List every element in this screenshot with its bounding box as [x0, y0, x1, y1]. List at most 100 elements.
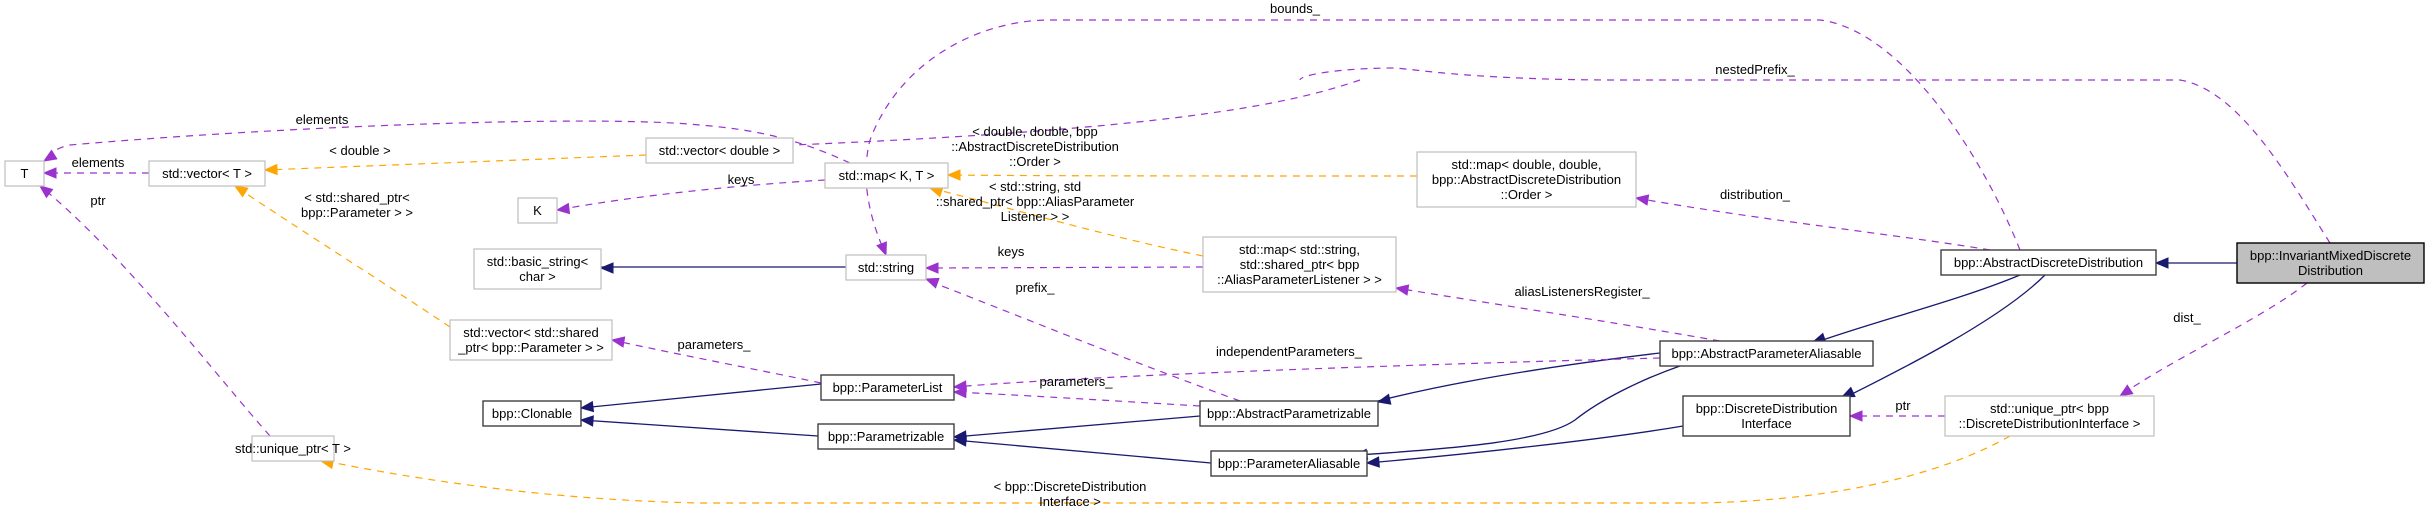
edge-label-line: dist_: [2173, 310, 2201, 325]
usage-edge: [39, 185, 271, 437]
node-box[interactable]: [1202, 236, 1397, 293]
node-label: T: [21, 166, 29, 181]
edge-label-line: elements: [72, 155, 125, 170]
node-label-line: Interface: [1741, 416, 1792, 431]
template-edge: [929, 187, 1204, 257]
edge-label-parameters-list: parameters_: [1040, 374, 1114, 389]
node-label: K: [533, 203, 542, 218]
usage-edge: [1635, 197, 1991, 251]
node-box[interactable]: [473, 248, 602, 290]
arrowhead-icon: [579, 415, 594, 427]
arrowhead-icon: [599, 262, 614, 274]
edge-label-line: elements: [296, 112, 349, 127]
node-label-line: std::vector< double >: [659, 143, 780, 158]
edge-label-line: < std::shared_ptr<: [304, 190, 410, 205]
node-parametrizable[interactable]: bpp::Parametrizable: [817, 423, 955, 450]
usage-edge: [953, 391, 1201, 407]
node-vector-T[interactable]: std::vector< T >: [148, 160, 266, 187]
edge-label-bounds: bounds_: [1270, 1, 1321, 16]
node-label-line: std::map< std::string,: [1239, 242, 1360, 257]
node-box[interactable]: [449, 319, 613, 361]
node-string[interactable]: std::string: [845, 254, 927, 281]
node-abstract-parameter-aliasable[interactable]: bpp::AbstractParameterAliasable: [1659, 340, 1874, 367]
usage-edge: [925, 266, 1204, 269]
node-label-line: ::DiscreteDistributionInterface >: [1959, 416, 2141, 431]
node-box[interactable]: [251, 435, 335, 462]
node-parameter-aliasable[interactable]: bpp::ParameterAliasable: [1210, 450, 1368, 477]
node-box[interactable]: [820, 374, 955, 401]
arrowhead-icon: [42, 149, 58, 162]
edge-label-line: nestedPrefix_: [1715, 62, 1795, 77]
node-box[interactable]: [1682, 395, 1851, 437]
node-box[interactable]: [1199, 400, 1379, 427]
node-label-line: T: [21, 166, 29, 181]
edge-label-parameters-vec: parameters_: [678, 337, 752, 352]
node-basic-string[interactable]: std::basic_string<char >: [473, 248, 602, 290]
node-label-line: bpp::AbstractParametrizable: [1207, 406, 1371, 421]
inheritance-edge: [953, 415, 1201, 438]
node-label-line: bpp::Parametrizable: [828, 429, 944, 444]
edge-label-line: Listener > >: [1001, 209, 1070, 224]
node-clonable[interactable]: bpp::Clonable: [482, 400, 582, 427]
node-abstract-parametrizable[interactable]: bpp::AbstractParametrizable: [1199, 400, 1379, 427]
node-label: bpp::Parametrizable: [828, 429, 944, 444]
node-map-double-order[interactable]: std::map< double, double,bpp::AbstractDi…: [1416, 151, 1637, 208]
arrowhead-icon: [876, 241, 887, 257]
arrowhead-icon: [946, 169, 961, 181]
node-box[interactable]: [517, 197, 558, 224]
node-box[interactable]: [824, 162, 949, 189]
node-box[interactable]: [148, 160, 266, 187]
edges: [38, 19, 2331, 504]
node-label-line: std::map< double, double,: [1452, 157, 1602, 172]
edge-label-line: prefix_: [1015, 280, 1055, 295]
node-label: std::string: [858, 260, 914, 275]
node-box[interactable]: [2236, 242, 2425, 284]
node-box[interactable]: [4, 160, 45, 187]
node-label-line: std::vector< std::shared: [463, 325, 598, 340]
edge-label-line: parameters_: [678, 337, 752, 352]
usage-edge: [556, 179, 826, 211]
node-box[interactable]: [1944, 395, 2155, 437]
node-box[interactable]: [1210, 450, 1368, 477]
edge-label-line: ptr: [1895, 398, 1911, 413]
node-parameter-list[interactable]: bpp::ParameterList: [820, 374, 955, 401]
inheritance-edge: [1366, 425, 1684, 464]
arrowhead-icon: [952, 435, 967, 447]
edge-label-ptr-ddi: ptr: [1895, 398, 1911, 413]
node-box[interactable]: [482, 400, 582, 427]
template-edge: [234, 185, 451, 328]
node-label-line: std::shared_ptr< bpp: [1240, 257, 1360, 272]
node-box[interactable]: [1940, 249, 2157, 276]
node-map-string-listener[interactable]: std::map< std::string,std::shared_ptr< b…: [1202, 236, 1397, 293]
edge-label-line: aliasListenersRegister_: [1514, 284, 1650, 299]
node-label-line: std::string: [858, 260, 914, 275]
edge-label-listener-tmpl: < std::string, std::shared_ptr< bpp::Ali…: [936, 179, 1135, 224]
edge-label-keys-K: keys: [728, 172, 755, 187]
edge-label-distribution: distribution_: [1720, 187, 1791, 202]
edge-label-line: bounds_: [1270, 1, 1321, 16]
node-box[interactable]: [1416, 151, 1637, 208]
node-unique-ptr-T[interactable]: std::unique_ptr< T >: [235, 435, 351, 462]
node-K[interactable]: K: [517, 197, 558, 224]
node-label-line: _ptr< bpp::Parameter > >: [457, 340, 604, 355]
edge-label-dist: dist_: [2173, 310, 2201, 325]
arrowhead-icon: [1634, 194, 1650, 206]
node-map-KT[interactable]: std::map< K, T >: [824, 162, 949, 189]
node-vector-shared-param[interactable]: std::vector< std::shared_ptr< bpp::Param…: [449, 319, 613, 361]
node-box[interactable]: [845, 254, 927, 281]
node-label-line: std::map< K, T >: [839, 168, 935, 183]
node-box[interactable]: [817, 423, 955, 450]
node-box[interactable]: [1659, 340, 1874, 367]
edge-label-elements-map: elements: [296, 112, 349, 127]
node-box[interactable]: [645, 137, 794, 164]
node-T[interactable]: T: [4, 160, 45, 187]
node-label-line: std::basic_string<: [487, 254, 589, 269]
node-unique-ptr-ddi[interactable]: std::unique_ptr< bpp::DiscreteDistributi…: [1944, 395, 2155, 437]
node-vector-double[interactable]: std::vector< double >: [645, 137, 794, 164]
edge-label-line: bpp::Parameter > >: [301, 205, 413, 220]
node-abstract-discrete-distribution[interactable]: bpp::AbstractDiscreteDistribution: [1940, 249, 2157, 276]
